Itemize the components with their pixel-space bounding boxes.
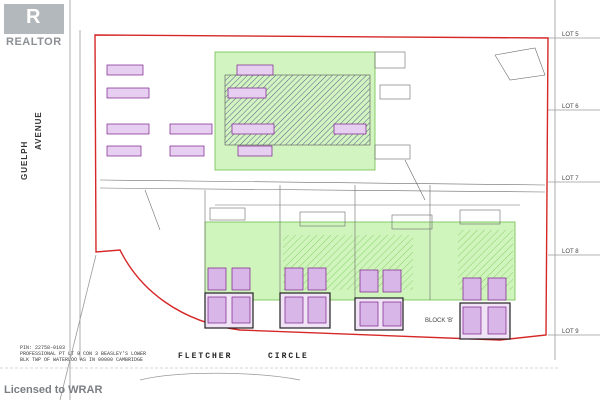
note-line: PROFESSIONAL PT LT 9 CON 3 BEASLEY'S LOW… bbox=[20, 351, 147, 357]
existing-building-hatch bbox=[224, 74, 371, 146]
lot-label: LOT 7 bbox=[562, 176, 579, 182]
lot-label: LOT 5 bbox=[562, 32, 579, 38]
parking-west bbox=[106, 64, 367, 157]
lot-label: LOT 6 bbox=[562, 104, 579, 110]
lot-label: LOT 9 bbox=[562, 329, 579, 335]
logo-text: REALTOR bbox=[6, 36, 62, 48]
logo-letter: R bbox=[26, 6, 41, 28]
legal-notes: PIN: 22758-0103 PROFESSIONAL PT LT 9 CON… bbox=[20, 345, 146, 363]
realtor-logo: R REALTOR bbox=[2, 2, 64, 48]
avenue-label-1: GUELPH bbox=[20, 140, 29, 180]
lot-lines bbox=[59, 0, 600, 400]
street-word-2: CIRCLE bbox=[268, 352, 309, 361]
street-edge bbox=[139, 372, 301, 381]
block-label: BLOCK 'B' bbox=[425, 318, 454, 324]
license-footer: Licensed to WRAR bbox=[4, 384, 103, 396]
note-line: BLK TWP OF WATERLOO AS IN 00000 CAMBRIDG… bbox=[20, 357, 144, 363]
avenue-label-2: AVENUE bbox=[34, 111, 43, 150]
note-line: PIN: 22758-0103 bbox=[20, 345, 66, 351]
house-icon bbox=[4, 4, 64, 34]
garage-stalls bbox=[207, 267, 507, 335]
lot-label: LOT 8 bbox=[562, 249, 579, 255]
property-boundary bbox=[94, 34, 549, 341]
street-word-1: FLETCHER bbox=[178, 352, 233, 361]
site-linework bbox=[99, 47, 546, 300]
